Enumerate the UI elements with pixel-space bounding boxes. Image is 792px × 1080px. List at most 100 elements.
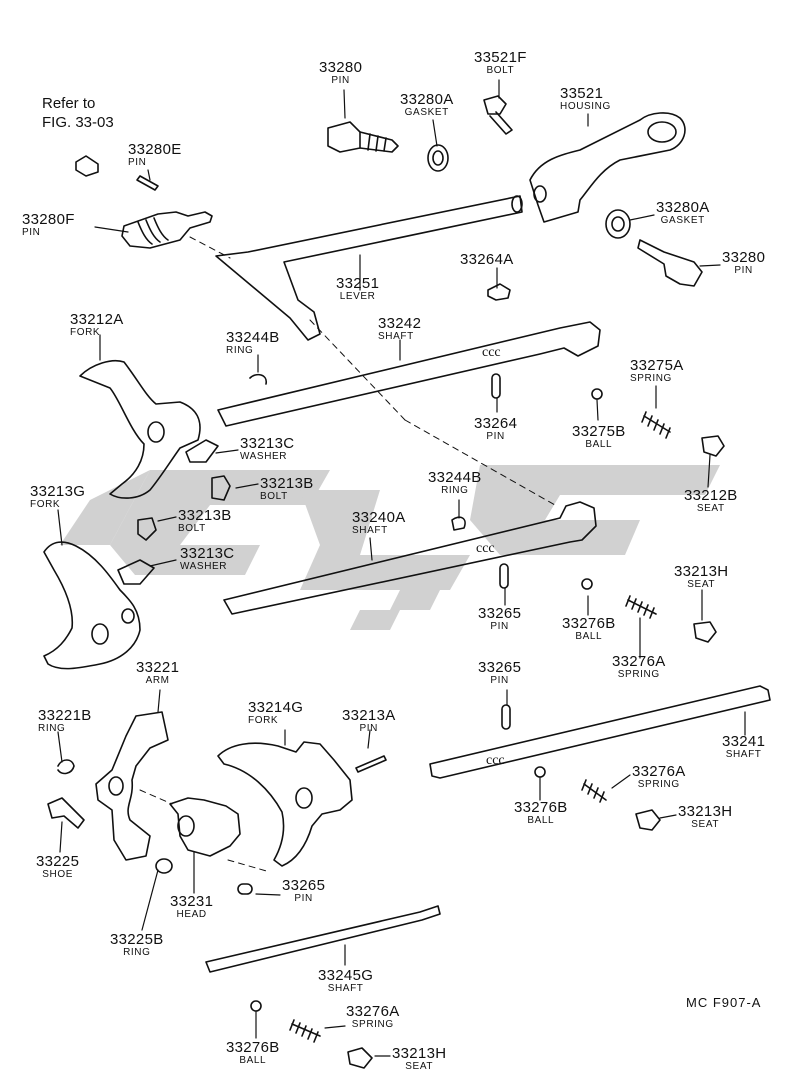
part-name: HEAD bbox=[176, 909, 207, 920]
callout-33275a: 33275A SPRING bbox=[630, 358, 684, 384]
part-number: 33264A bbox=[460, 251, 514, 268]
spring-33276a-mid bbox=[625, 595, 657, 619]
part-name: LEVER bbox=[339, 291, 376, 302]
callout-33276a-mid: 33276A SPRING bbox=[612, 654, 666, 680]
part-number: 33213C bbox=[240, 435, 295, 452]
part-name: SPRING bbox=[351, 1019, 394, 1030]
part-number: 33245G bbox=[318, 967, 374, 984]
plug-33280-refer bbox=[75, 155, 99, 177]
ball-33275b bbox=[591, 388, 603, 400]
reference-note: Refer to FIG. 33-03 bbox=[42, 94, 114, 132]
svg-text:ccc: ccc bbox=[476, 541, 495, 556]
shoe-33225 bbox=[47, 797, 85, 829]
part-name: SEAT bbox=[696, 503, 725, 514]
callout-33276b-mid: 33276B BALL bbox=[562, 616, 616, 642]
plug-33264a bbox=[487, 283, 511, 301]
seat-33213h-mid bbox=[693, 621, 717, 643]
part-name: SPRING bbox=[630, 373, 672, 384]
part-number: 33280 bbox=[319, 59, 363, 76]
part-number: 33241 bbox=[722, 733, 766, 750]
fork-33213g bbox=[43, 541, 141, 670]
part-number: 33265 bbox=[478, 659, 522, 676]
part-number: 33240A bbox=[352, 509, 406, 526]
bolt-33213b-left bbox=[137, 517, 157, 541]
part-name: PIN bbox=[734, 265, 753, 276]
callout-33275b: 33275B BALL bbox=[572, 424, 626, 450]
reference-note-line2: FIG. 33-03 bbox=[42, 114, 114, 131]
shaft-33241: ccc bbox=[429, 685, 771, 779]
callout-33213c-top: 33213C WASHER bbox=[240, 436, 294, 462]
part-number: 33280A bbox=[656, 199, 710, 216]
part-name: GASKET bbox=[660, 215, 705, 226]
part-name: PIN bbox=[490, 621, 509, 632]
part-name: SEAT bbox=[687, 579, 716, 590]
callout-33276a-right: 33276A SPRING bbox=[632, 764, 686, 790]
callout-33242: 33242 SHAFT bbox=[378, 316, 421, 342]
pin-33265-low bbox=[237, 883, 253, 895]
pin-33280-top bbox=[327, 121, 399, 153]
part-name: SHAFT bbox=[725, 749, 762, 760]
leader-lines bbox=[57, 79, 746, 1057]
gasket-33280a-right bbox=[605, 209, 631, 239]
callout-33213g: 33213G FORK bbox=[30, 484, 85, 510]
part-number: 33276A bbox=[632, 763, 686, 780]
part-number: 33213C bbox=[180, 545, 235, 562]
pin-33280-right bbox=[637, 239, 703, 287]
part-name: BALL bbox=[585, 439, 613, 450]
arm-33221 bbox=[95, 711, 169, 861]
callout-33225b: 33225B RING bbox=[110, 932, 164, 958]
callout-33280-right: 33280 PIN bbox=[722, 250, 765, 276]
part-number: 33280F bbox=[22, 211, 75, 228]
part-name: SEAT bbox=[691, 819, 720, 830]
callout-33521: 33521 HOUSING bbox=[560, 86, 611, 112]
part-name: SPRING bbox=[617, 669, 660, 680]
part-number: 33231 bbox=[170, 893, 214, 910]
part-number: 33276A bbox=[612, 653, 666, 670]
spring-33275a bbox=[641, 411, 671, 439]
watermark-logo bbox=[60, 465, 720, 630]
callout-33265-low: 33265 PIN bbox=[282, 878, 325, 904]
part-number: 33265 bbox=[282, 877, 326, 894]
part-number: 33225B bbox=[110, 931, 164, 948]
ring-33225b bbox=[155, 858, 173, 874]
callout-33240a: 33240A SHAFT bbox=[352, 510, 406, 536]
callout-33213c-mid: 33213C WASHER bbox=[180, 546, 234, 572]
figure-code: MC F907-A bbox=[686, 995, 762, 1010]
part-number: 33225 bbox=[36, 853, 80, 870]
part-number: 33213G bbox=[30, 483, 86, 500]
part-name: PIN bbox=[359, 723, 378, 734]
callout-33231: 33231 HEAD bbox=[170, 894, 213, 920]
bolt-33521f bbox=[483, 95, 513, 135]
part-name: RING bbox=[123, 947, 151, 958]
callout-33276b-low: 33276B BALL bbox=[226, 1040, 280, 1066]
callout-33264: 33264 PIN bbox=[474, 416, 517, 442]
part-number: 33221 bbox=[136, 659, 180, 676]
part-name: PIN bbox=[128, 157, 147, 168]
part-number: 33242 bbox=[378, 315, 422, 332]
part-name: HOUSING bbox=[560, 101, 611, 112]
part-number: 33280 bbox=[722, 249, 766, 266]
part-name: FORK bbox=[248, 715, 279, 726]
callout-33241: 33241 SHAFT bbox=[722, 734, 765, 760]
seat-33213h-right bbox=[635, 809, 661, 831]
part-name: WASHER bbox=[180, 561, 228, 572]
pin-33265-mid bbox=[499, 563, 509, 589]
part-name: BOLT bbox=[260, 491, 288, 502]
pin-33264 bbox=[491, 373, 501, 399]
callout-33212b: 33212B SEAT bbox=[684, 488, 738, 514]
callout-33225: 33225 SHOE bbox=[36, 854, 79, 880]
part-name: SHOE bbox=[42, 869, 73, 880]
callout-33251: 33251 LEVER bbox=[336, 276, 379, 302]
part-name: SHAFT bbox=[352, 525, 388, 536]
shaft-33242: ccc bbox=[217, 321, 601, 427]
part-name: RING bbox=[441, 485, 469, 496]
part-name: SHAFT bbox=[327, 983, 364, 994]
callout-33265-right: 33265 PIN bbox=[478, 660, 521, 686]
washer-33213c-top bbox=[185, 439, 219, 463]
washer-33213c-mid bbox=[117, 559, 155, 585]
seat-33213h-low bbox=[347, 1047, 373, 1069]
part-number: 33265 bbox=[478, 605, 522, 622]
pin-33280f bbox=[121, 211, 213, 249]
